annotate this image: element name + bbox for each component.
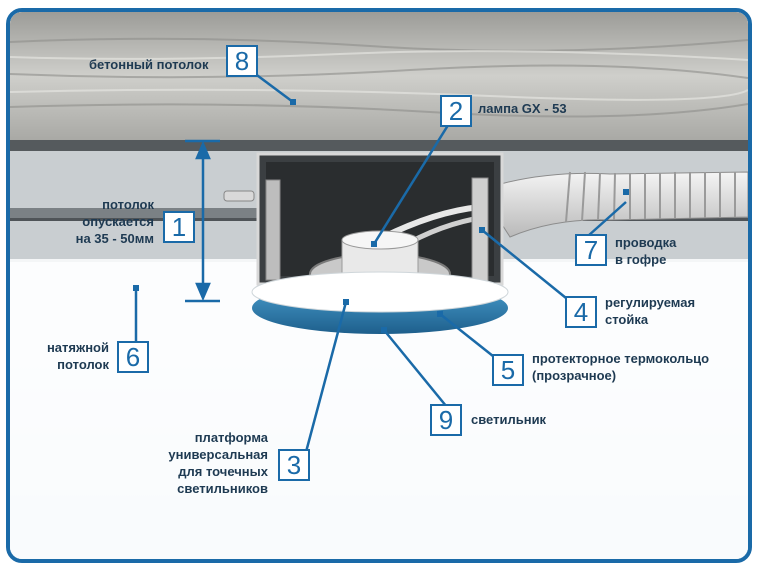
label-luminaire: светильник [471, 412, 547, 427]
corrugated-conduit [479, 171, 748, 238]
label-platform: платформа универсальная для точечных све… [168, 430, 268, 496]
label-drop: потолок опускается на 35 - 50мм [75, 197, 154, 246]
callout-number-6: 6 [117, 341, 149, 373]
callout-number-2: 2 [440, 95, 472, 127]
label-stretch-ceiling: натяжной потолок [46, 340, 109, 372]
label-thermo-ring: протекторное термокольцо (прозрачное) [532, 351, 710, 383]
ceiling-scene [10, 12, 748, 559]
callout-number-7: 7 [575, 234, 607, 266]
callout-number-3: 3 [278, 449, 310, 481]
callout-number-5: 5 [492, 354, 524, 386]
label-wiring: проводка в гофре [615, 235, 677, 267]
label-adjustable-stand: регулируемая стойка [605, 295, 696, 327]
drop-dimension [185, 139, 220, 303]
callout-number-1: 1 [163, 211, 195, 243]
label-lamp: лампа GX - 53 [478, 101, 567, 116]
callout-number-8: 8 [226, 45, 258, 77]
concrete-slab [10, 12, 748, 140]
callout-number-9: 9 [430, 404, 462, 436]
label-concrete-ceiling: бетонный потолок [89, 57, 209, 72]
diagram-frame: 8 2 1 7 4 6 5 9 3 бетонный потолок лампа… [6, 8, 752, 563]
callout-dots [133, 99, 629, 333]
callout-number-4: 4 [565, 296, 597, 328]
luminaire-body [251, 271, 509, 334]
